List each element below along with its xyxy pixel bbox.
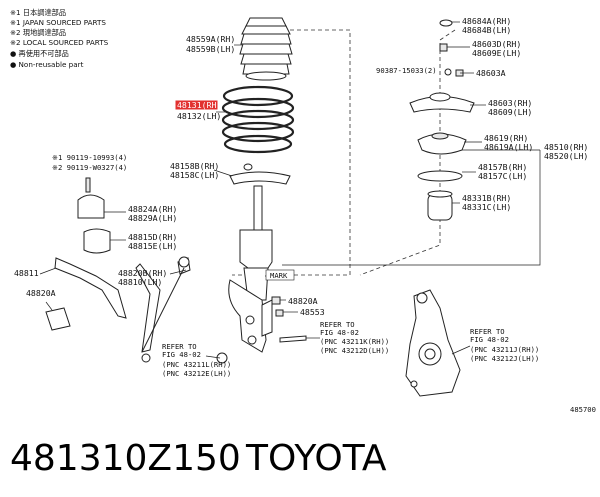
legend-line-6: ● Non-reusable part bbox=[10, 60, 84, 69]
label-48811: 48811 bbox=[14, 268, 39, 278]
refer-mid-1: REFER TO bbox=[320, 320, 355, 329]
strut-assembly bbox=[228, 185, 273, 353]
label-48603d: 48603D(RH) bbox=[472, 39, 521, 49]
label-48520: 48520(LH) bbox=[544, 151, 588, 161]
highlight-box bbox=[175, 100, 218, 110]
label-48810: 48810(LH) bbox=[118, 277, 162, 287]
label-48815d: 48815D(RH) bbox=[128, 232, 177, 242]
refer-mid-2: FIG 48-02 bbox=[320, 328, 359, 337]
label-48603a: 48603A bbox=[476, 68, 506, 78]
label-48619-rh: 48619(RH) bbox=[484, 133, 528, 143]
steering-knuckle bbox=[405, 289, 461, 397]
leader-48820b bbox=[169, 269, 187, 275]
label-48131-highlighted: 48131(RH) bbox=[177, 100, 221, 110]
label-48553: 48553 bbox=[300, 307, 325, 317]
refer-left-2: FIG 48-02 bbox=[162, 350, 201, 359]
label-bolt-3: 90387-15033(2) bbox=[376, 66, 437, 75]
legend-line-1: ※1 日本調達部品 bbox=[10, 8, 66, 17]
label-48619a-lh: 48619A(LH) bbox=[484, 142, 533, 152]
label-48829a: 48829A(LH) bbox=[128, 213, 177, 223]
leader-48510 bbox=[282, 150, 541, 266]
stabilizer-bar bbox=[45, 177, 191, 363]
refer-left-3: (PNC 43211L(RH)) bbox=[162, 360, 231, 369]
label-48559a: 48559A(RH) bbox=[186, 34, 235, 44]
label-48824a: 48824A(RH) bbox=[128, 204, 177, 214]
figure-number: 485700 bbox=[570, 405, 596, 414]
label-48510: 48510(RH) bbox=[544, 142, 588, 152]
label-48820b: 48820B(RH) bbox=[118, 268, 167, 278]
label-48684b: 48684B(LH) bbox=[462, 25, 511, 35]
refer-right-1: REFER TO bbox=[470, 327, 505, 336]
coil-spring bbox=[221, 85, 295, 154]
refer-left-4: (PNC 43212E(LH)) bbox=[162, 369, 231, 378]
label-48820a-right: 48820A bbox=[288, 296, 318, 306]
mark-box bbox=[265, 269, 295, 281]
label-mark: MARK bbox=[270, 271, 288, 280]
leader-48820a-left bbox=[45, 301, 53, 311]
leader-refer-right bbox=[451, 345, 471, 355]
legend-line-2: ※1 JAPAN SOURCED PARTS bbox=[10, 18, 106, 27]
label-48815e: 48815E(LH) bbox=[128, 241, 177, 251]
leader-refer-left bbox=[205, 355, 221, 359]
label-48609: 48609(LH) bbox=[488, 107, 532, 117]
label-48157c: 48157C(LH) bbox=[478, 171, 527, 181]
label-48157b: 48157B(RH) bbox=[478, 162, 527, 172]
refer-right-2: FIG 48-02 bbox=[470, 335, 509, 344]
legend-line-3: ※2 現地調達部品 bbox=[10, 28, 66, 37]
part-number: 481310Z150 bbox=[10, 438, 241, 479]
lower-insulator bbox=[229, 163, 291, 185]
strut-bolts bbox=[216, 296, 307, 364]
dust-boot bbox=[239, 17, 293, 81]
label-48158c: 48158C(LH) bbox=[170, 170, 219, 180]
refer-right-3: (PNC 43211J(RH)) bbox=[470, 345, 539, 354]
label-48820a-left: 48820A bbox=[26, 288, 56, 298]
refer-left-1: REFER TO bbox=[162, 342, 197, 351]
label-48603: 48603(RH) bbox=[488, 98, 532, 108]
label-48132: 48132(LH) bbox=[177, 111, 221, 121]
mount-stack bbox=[409, 19, 475, 221]
legend-line-4: ※2 LOCAL SOURCED PARTS bbox=[10, 38, 109, 47]
legend-line-5: ● 再使用不可部品 bbox=[10, 49, 69, 58]
label-bolt-2: ※2 90119-W0327(4) bbox=[52, 163, 127, 172]
legend: ※1 日本調達部品 ※1 JAPAN SOURCED PARTS ※2 現地調達… bbox=[10, 8, 109, 69]
refer-mid-4: (PNC 43212D(LH)) bbox=[320, 346, 389, 355]
brand-name: TOYOTA bbox=[245, 438, 387, 479]
label-bolt-1: ※1 90119-10993(4) bbox=[52, 153, 127, 162]
label-48331c: 48331C(LH) bbox=[462, 202, 511, 212]
leader-48811 bbox=[39, 267, 57, 275]
label-48559b: 48559B(LH) bbox=[186, 44, 235, 54]
label-48158b: 48158B(RH) bbox=[170, 161, 219, 171]
refer-mid-3: (PNC 43211K(RH)) bbox=[320, 337, 389, 346]
label-48684a: 48684A(RH) bbox=[462, 16, 511, 26]
label-48609e: 48609E(LH) bbox=[472, 48, 521, 58]
label-48331b: 48331B(RH) bbox=[462, 193, 511, 203]
leader-48158 bbox=[213, 169, 233, 177]
refer-right-4: (PNC 43212J(LH)) bbox=[470, 354, 539, 363]
